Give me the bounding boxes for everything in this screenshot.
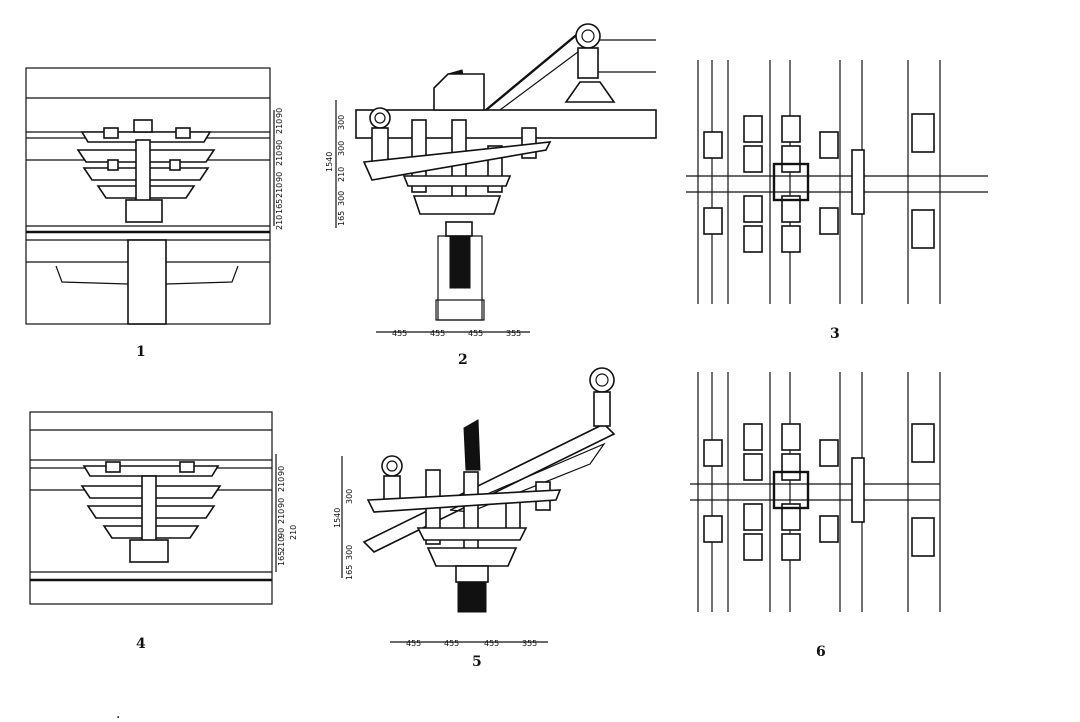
- fig4-dim-2: 90: [277, 498, 286, 508]
- fig2-vdim-1: 300: [337, 141, 346, 156]
- fig2-vdim-4: 165: [337, 211, 346, 226]
- fig5-hdim-2: 455: [484, 639, 499, 648]
- figure-label-3: 3: [830, 326, 840, 342]
- fig1-dim-0: 90: [275, 108, 284, 118]
- figure-label-4: 4: [136, 636, 146, 652]
- figure-6-plan: [690, 372, 941, 612]
- fig2-hdim-0: 455: [392, 329, 407, 338]
- fig2-hdim-2: 455: [468, 329, 483, 338]
- fig2-vdim-2: 210: [337, 167, 346, 182]
- fig2-vdim-0: 300: [337, 115, 346, 130]
- figure-1-elevation: [25, 67, 275, 325]
- fig5-vdim-1: 300: [345, 545, 354, 560]
- fig5-vdim-2: 1540: [333, 508, 342, 528]
- fig4-dim-7: 210: [289, 525, 298, 540]
- fig1-dim-7: 210: [275, 215, 284, 230]
- fig2-vdim-5: 1540: [325, 152, 334, 172]
- figure-5-dimensions: 300 300 1540 165 455 455 455 355: [333, 489, 537, 648]
- figure-label-2: 2: [458, 352, 468, 368]
- fig5-hdim-3: 355: [522, 639, 537, 648]
- fig1-dim-1: 210: [275, 119, 284, 134]
- fig4-dim-1: 210: [277, 477, 286, 492]
- figure-4-elevation: [29, 411, 277, 605]
- fig1-dim-4: 90: [275, 172, 284, 182]
- fig4-dim-3: 210: [277, 509, 286, 524]
- fig5-vdim-0: 300: [345, 489, 354, 504]
- fig5-hdim-0: 455: [406, 639, 421, 648]
- fig1-dim-2: 90: [275, 140, 284, 150]
- fig4-dim-4: 90: [277, 528, 286, 538]
- fig2-vdim-3: 300: [337, 191, 346, 206]
- fig1-dim-5: 210: [275, 183, 284, 198]
- fig1-dim-3: 210: [275, 151, 284, 166]
- figure-label-1: 1: [136, 344, 146, 360]
- figure-label-5: 5: [472, 654, 482, 670]
- figure-5-section: [341, 367, 616, 643]
- figure-2-section: [335, 23, 657, 333]
- figure-4-dimensions: 90 210 90 210 90 210 165 210: [277, 466, 298, 566]
- figure-1-dimensions: 90 210 90 210 90 210 165 210: [275, 108, 284, 230]
- fig2-hdim-1: 455: [430, 329, 445, 338]
- fig5-vdim-3: 165: [345, 565, 354, 580]
- fig4-dim-6: 165: [277, 551, 286, 566]
- fig4-dim-0: 90: [277, 466, 286, 476]
- footnote-mark: .: [116, 706, 120, 722]
- fig2-hdim-3: 355: [506, 329, 521, 338]
- figure-2-dimensions: 300 300 210 300 165 1540 455 455 455 355: [325, 115, 521, 338]
- fig1-dim-6: 165: [275, 199, 284, 214]
- figure-label-6: 6: [816, 644, 826, 660]
- fig5-hdim-1: 455: [444, 639, 459, 648]
- fig4-dim-5: 210: [277, 537, 286, 552]
- figure-3-plan: [686, 60, 988, 304]
